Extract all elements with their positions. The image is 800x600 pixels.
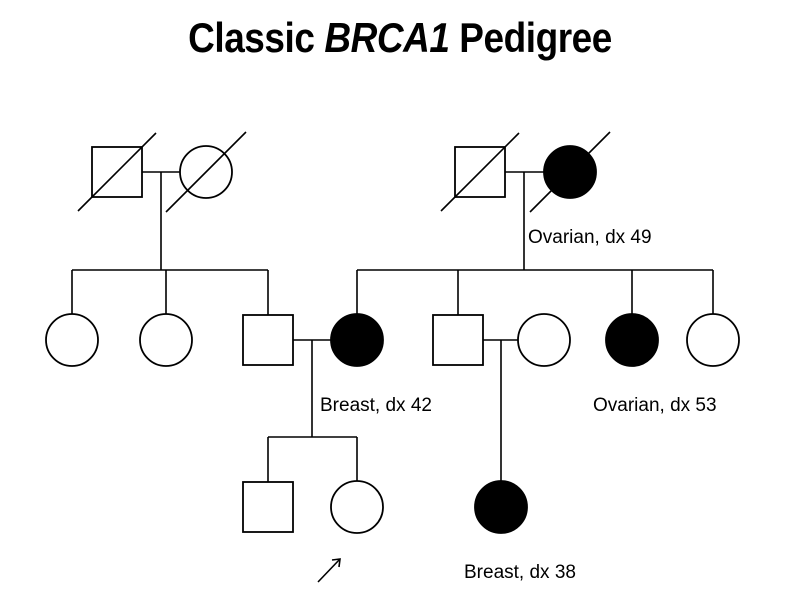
diagnosis-label-mgm: Ovarian, dx 49 (528, 227, 652, 248)
diagnosis-label-cousin: Breast, dx 38 (464, 562, 576, 583)
proband-arrow-head (331, 558, 341, 568)
diagnosis-label-mother: Breast, dx 42 (320, 395, 432, 416)
pedigree-symbols (45, 131, 740, 583)
individual-mother (330, 313, 384, 367)
deceased-slash-mgf (440, 132, 520, 212)
pedigree-labels: Ovarian, dx 49 Breast, dx 42 Ovarian, dx 5… (320, 227, 717, 583)
individual-maunt1 (605, 313, 659, 367)
diagnosis-label-maunt1: Ovarian, dx 53 (593, 395, 717, 416)
title-suffix: Pedigree (459, 14, 612, 61)
deceased-slash-mgm (529, 131, 611, 213)
individual-paunt1 (45, 313, 99, 367)
individual-uncle (432, 314, 484, 366)
deceased-slash-pgm (165, 131, 247, 213)
title-prefix: Classic (188, 14, 315, 61)
individual-brother (242, 481, 294, 533)
individual-proband (330, 480, 384, 534)
page-title: Classic BRCA1 Pedigree (48, 14, 752, 62)
individual-father (242, 314, 294, 366)
individual-cousin (474, 480, 528, 534)
title-gene: BRCA1 (324, 14, 450, 61)
individual-uncle_wife (517, 313, 571, 367)
pedigree-lines (71, 171, 714, 482)
individual-maunt2 (686, 313, 740, 367)
deceased-slash-pgf (77, 132, 157, 212)
individual-paunt2 (139, 313, 193, 367)
proband-arrow (317, 558, 341, 583)
